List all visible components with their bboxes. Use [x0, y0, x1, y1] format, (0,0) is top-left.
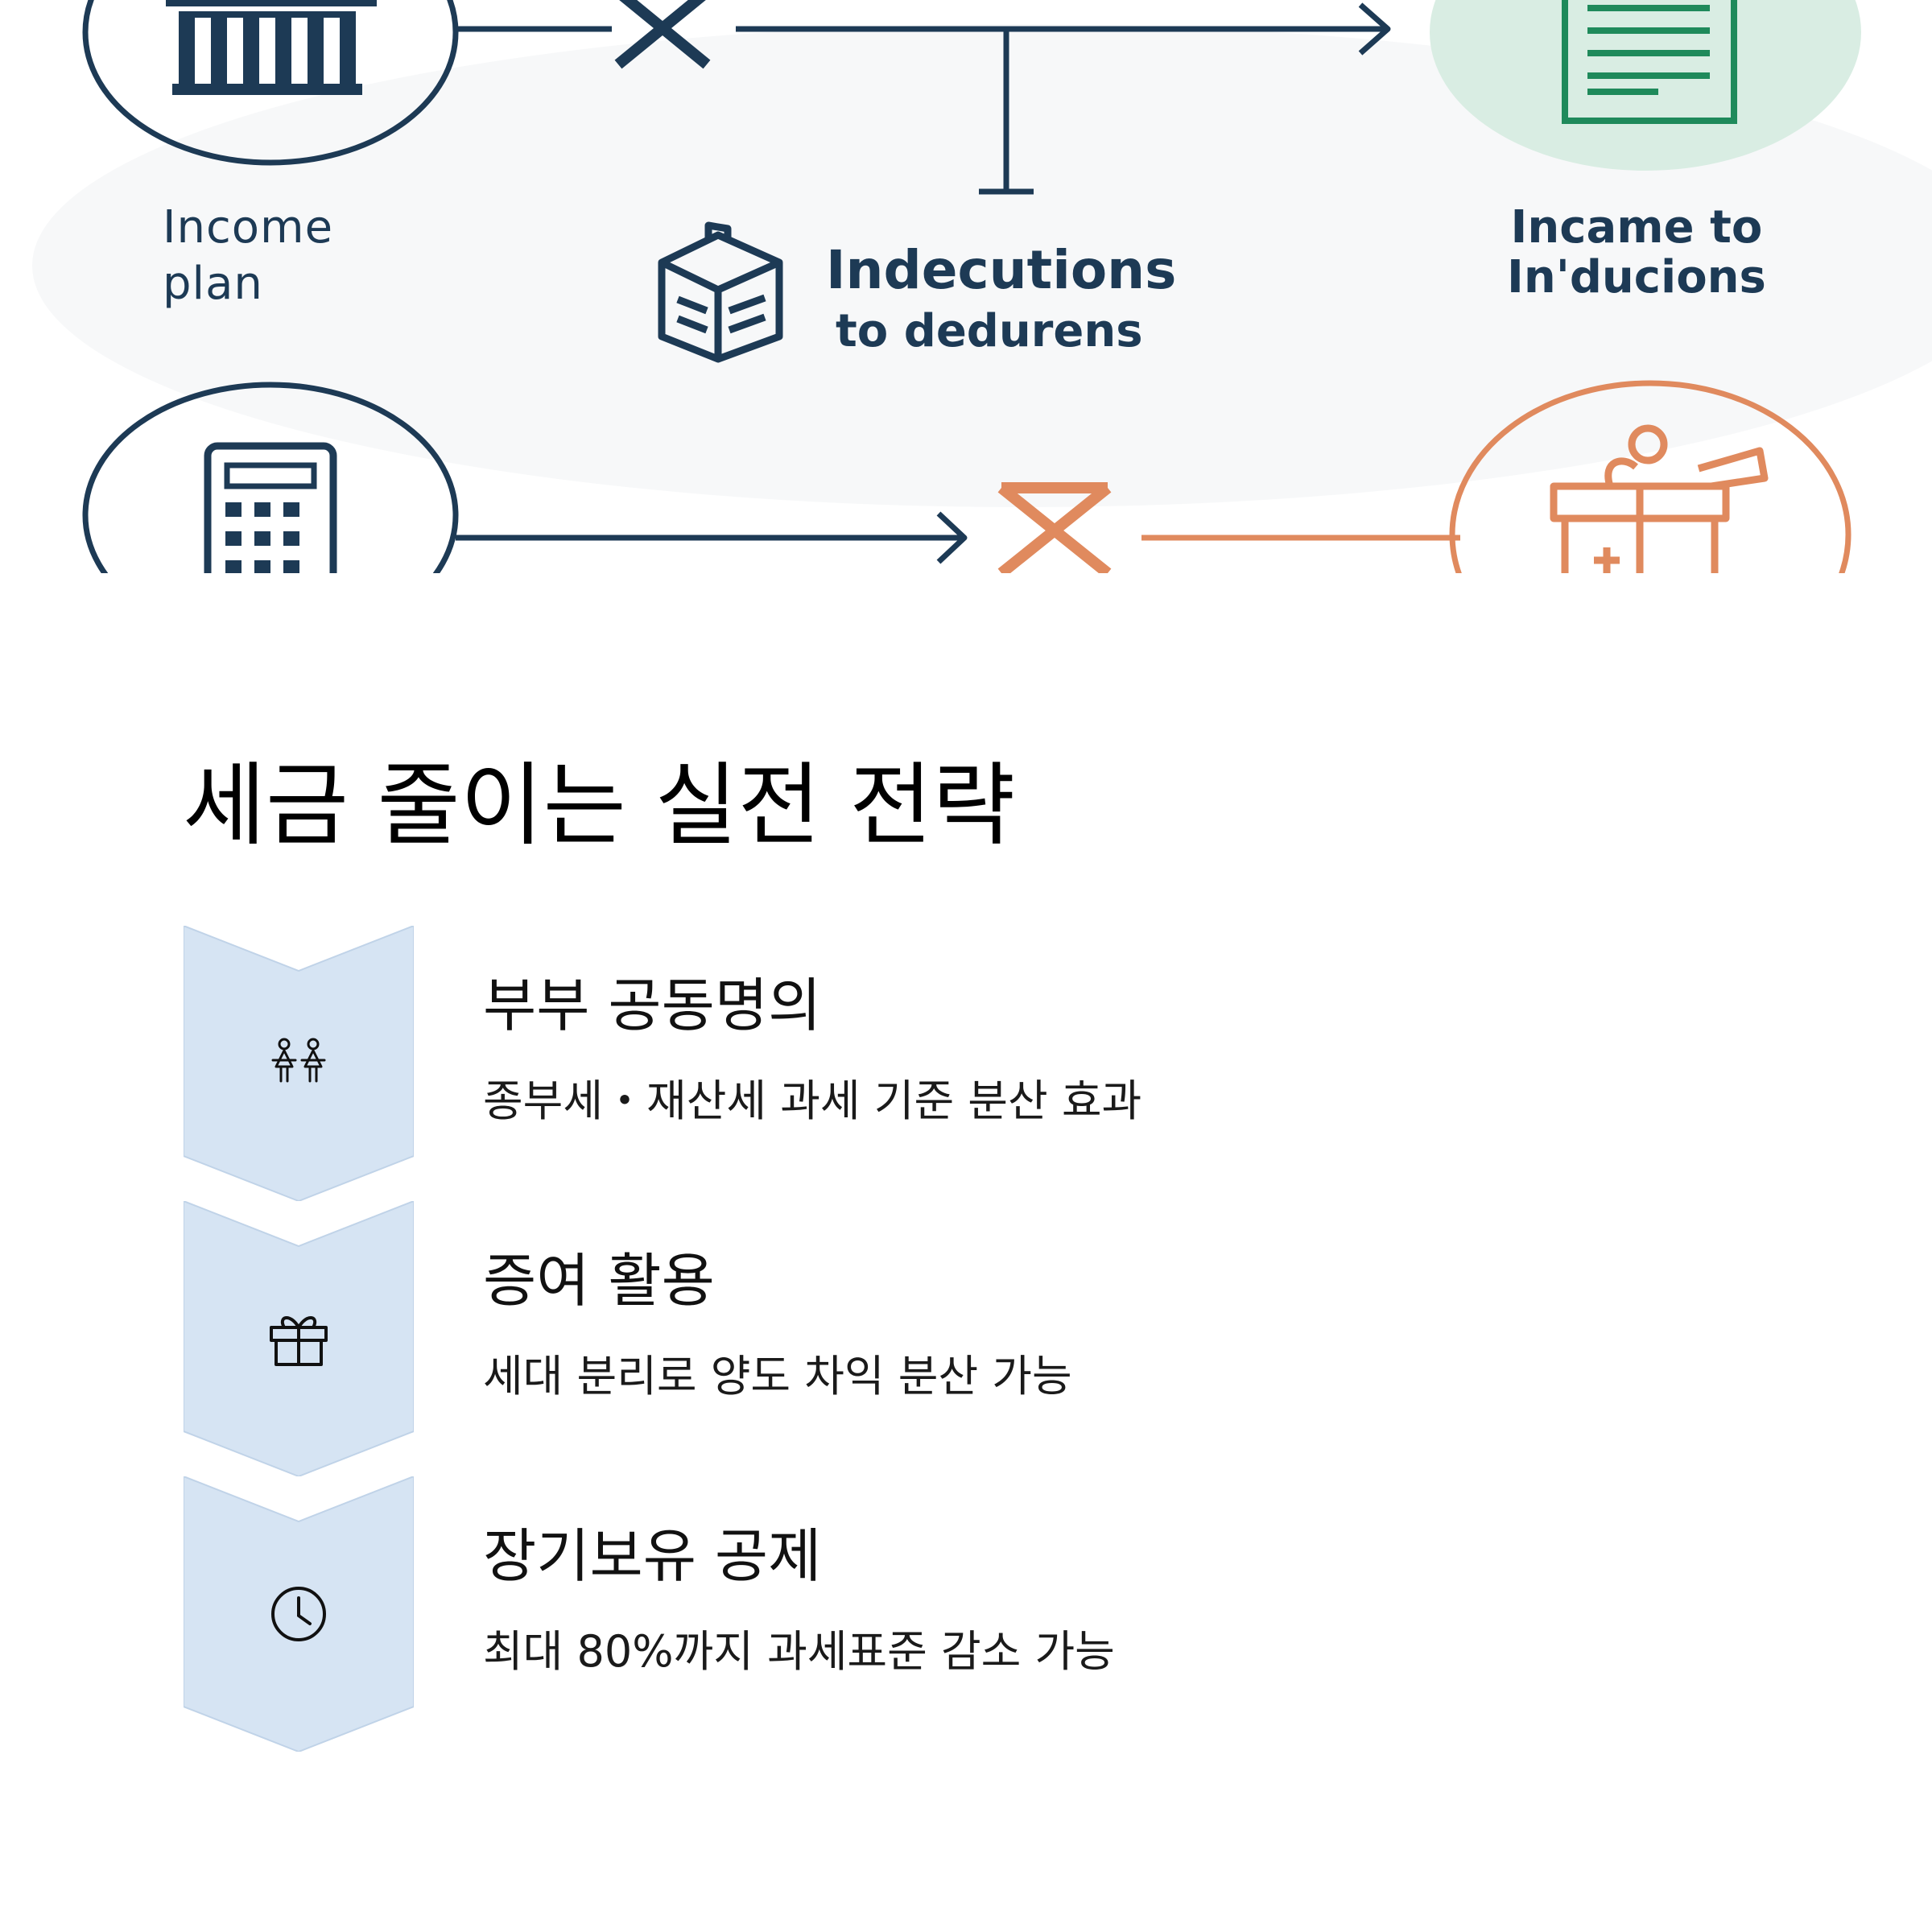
bank-icon [166, 0, 377, 95]
flow-diagram-graphic [32, 0, 1932, 573]
document-node [1430, 0, 1861, 171]
clock-icon [266, 1582, 331, 1646]
section-title: 세금 줄이는 실전 전략 [183, 753, 1016, 858]
orange-x-mark-icon [997, 482, 1112, 573]
x-mark-icon [614, 0, 711, 69]
document-icon [1562, 0, 1737, 124]
income-to-label: Incame to In'ducions [1507, 201, 1766, 303]
step-2-description: 세대 분리로 양도 차익 분산 가능 [483, 1351, 1072, 1402]
step-1-title: 부부 공동명의 [483, 972, 822, 1039]
step-chevron-3 [184, 1476, 414, 1752]
step-3-description: 최대 80%까지 과세표준 감소 가능 [483, 1626, 1115, 1677]
step-chevron-2 [184, 1201, 414, 1476]
calculator-icon [204, 442, 337, 573]
gift-box-icon [1550, 424, 1769, 573]
step-1-description: 종부세・재산세 과세 기준 분산 효과 [483, 1075, 1142, 1126]
gift-icon [266, 1307, 331, 1371]
step-2-title: 증여 활용 [483, 1247, 715, 1315]
calculator-node [82, 382, 459, 573]
step-chevron-1 [184, 926, 414, 1201]
income-plan-label: Income plan [163, 201, 334, 310]
ballot-box-icon [658, 221, 783, 363]
bank-node [82, 0, 459, 166]
step-3-title: 장기보유 공제 [483, 1522, 822, 1590]
deductions-subtitle: to dedurens [836, 305, 1143, 357]
gift-node [1449, 380, 1852, 573]
tax-flow-illustration: Income plan Indecutions to dedurens Inca… [0, 0, 1932, 573]
deductions-title: Indecutions [826, 239, 1177, 301]
couple-icon [266, 1031, 331, 1096]
